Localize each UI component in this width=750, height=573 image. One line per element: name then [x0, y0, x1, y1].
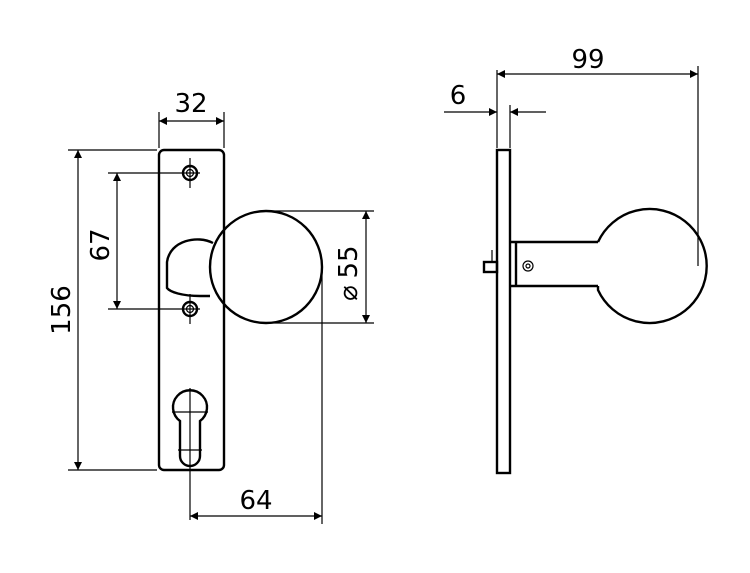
- diameter-symbol: ⌀: [334, 285, 364, 301]
- dim-plate-thickness: 6: [444, 70, 546, 148]
- side-view: 6 99: [444, 45, 708, 475]
- dim-plate-height: 156: [47, 149, 157, 471]
- dim-99-label: 99: [571, 45, 604, 75]
- knob-side: [596, 207, 708, 325]
- dim-32-label: 32: [174, 89, 207, 119]
- bottom-screw: [180, 294, 200, 324]
- spindle-stub: [482, 260, 499, 274]
- dim-knob-diameter: ⌀ 55: [266, 210, 374, 324]
- dim-156-label: 156: [47, 285, 77, 335]
- dim-plate-width: 32: [158, 89, 225, 148]
- front-view: 32 156 67 ⌀ 55 64: [47, 89, 374, 524]
- cylinder-cutout: [171, 389, 209, 468]
- dim-screw-spacing: 67: [86, 172, 180, 310]
- dim-67-label: 67: [86, 228, 116, 261]
- dim-6-label: 6: [450, 81, 467, 111]
- top-screw: [180, 158, 200, 188]
- plate-side: [495, 148, 512, 475]
- knob-shank: [510, 240, 598, 288]
- dim-55-label: 55: [334, 245, 364, 278]
- knob: [208, 209, 324, 325]
- knob-rose: [165, 238, 214, 298]
- dim-64-label: 64: [239, 486, 272, 516]
- back-plate: [157, 148, 226, 472]
- dim-total-depth: 99: [497, 45, 699, 266]
- dim-knob-offset: 64: [190, 267, 323, 524]
